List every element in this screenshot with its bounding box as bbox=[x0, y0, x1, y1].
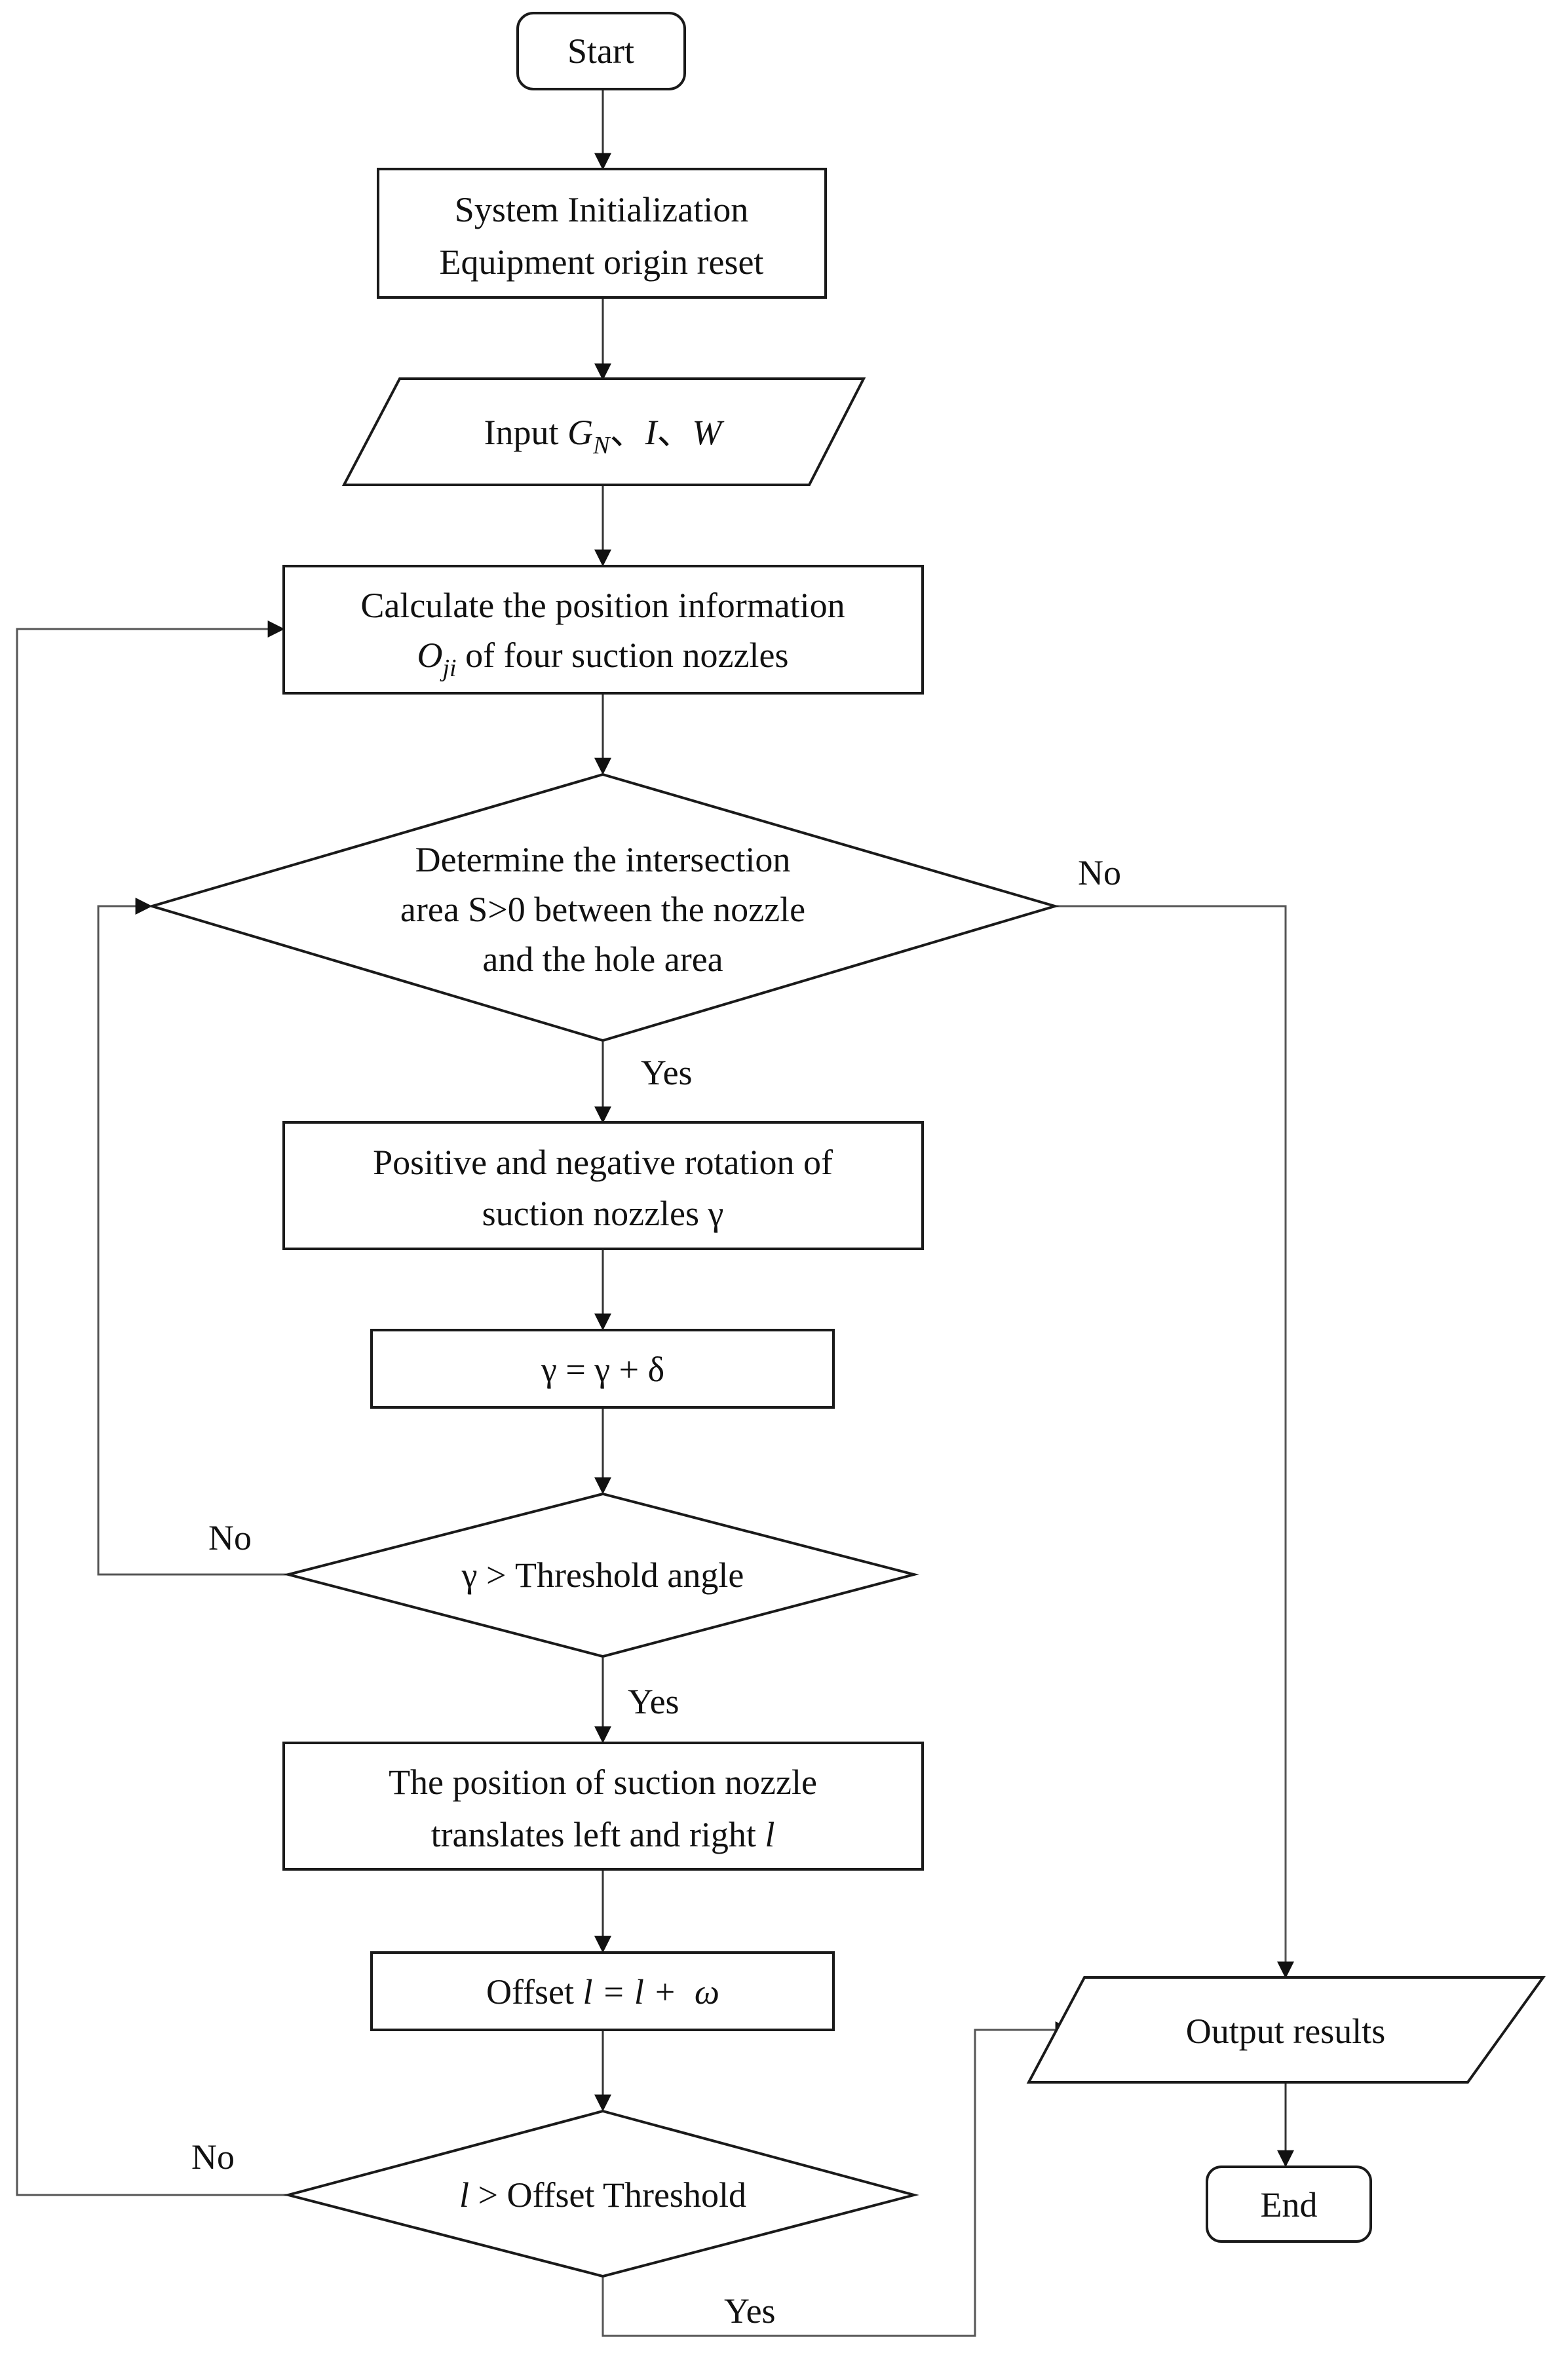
label-determine-no: No bbox=[1078, 853, 1121, 892]
determine-line2: area S>0 between the nozzle bbox=[400, 890, 805, 929]
determine-line1: Determine the intersection bbox=[415, 840, 791, 879]
init-line1: System Initialization bbox=[455, 190, 748, 229]
node-input: Input GN、I、W bbox=[341, 377, 866, 486]
translate-line1: The position of suction nozzle bbox=[389, 1763, 817, 1802]
node-translate: The position of suction nozzle translate… bbox=[282, 1742, 924, 1871]
input-text: Input GN、I、W bbox=[484, 413, 725, 459]
rotation-line2: suction nozzles γ bbox=[482, 1194, 724, 1233]
edge-determine-no-to-output bbox=[1055, 905, 1294, 1979]
edge-offset-yes-to-output bbox=[602, 2021, 1073, 2337]
edges bbox=[16, 90, 1294, 2337]
rotation-line1: Positive and negative rotation of bbox=[373, 1143, 833, 1182]
gamma-check-label: γ > Threshold angle bbox=[461, 1555, 744, 1595]
determine-line3: and the hole area bbox=[482, 940, 723, 979]
init-line2: Equipment origin reset bbox=[440, 242, 764, 282]
label-offset-no: No bbox=[191, 2137, 235, 2177]
calc-line2: Oji of four suction nozzles bbox=[417, 636, 789, 682]
label-offset-yes: Yes bbox=[724, 2291, 776, 2331]
end-label: End bbox=[1261, 2185, 1318, 2224]
label-gamma-yes: Yes bbox=[628, 1682, 679, 1721]
offset-update-label: Offset l = l + ω bbox=[486, 1972, 719, 2012]
calc-line1: Calculate the position information bbox=[360, 586, 845, 625]
start-label: Start bbox=[567, 31, 634, 71]
edge-labels: No Yes No Yes No Yes bbox=[191, 853, 1121, 2331]
translate-line2: translates left and right l bbox=[431, 1815, 775, 1854]
node-gamma-update: γ = γ + δ bbox=[370, 1329, 835, 1409]
label-gamma-no: No bbox=[208, 1518, 252, 1557]
gamma-update-label: γ = γ + δ bbox=[541, 1350, 664, 1389]
node-gamma-check: γ > Threshold angle bbox=[283, 1492, 919, 1658]
node-offset-update: Offset l = l + ω bbox=[370, 1951, 835, 2031]
node-start: Start bbox=[516, 12, 686, 90]
node-offset-check: l > Offset Threshold bbox=[283, 2109, 919, 2278]
node-output: Output results bbox=[1026, 1976, 1546, 2084]
edge-offset-no-to-calc bbox=[16, 620, 287, 2196]
node-end: End bbox=[1206, 2166, 1372, 2243]
node-calculate: Calculate the position information Oji o… bbox=[282, 565, 924, 695]
edge-gamma-no-to-determine bbox=[97, 898, 287, 1576]
node-init: System Initialization Equipment origin r… bbox=[377, 168, 827, 299]
output-label: Output results bbox=[1186, 2012, 1386, 2051]
offset-check-label: l > Offset Threshold bbox=[459, 2175, 746, 2215]
node-rotation: Positive and negative rotation of suctio… bbox=[282, 1121, 924, 1250]
label-determine-yes: Yes bbox=[641, 1053, 693, 1092]
node-determine: Determine the intersection area S>0 betw… bbox=[147, 773, 1060, 1042]
